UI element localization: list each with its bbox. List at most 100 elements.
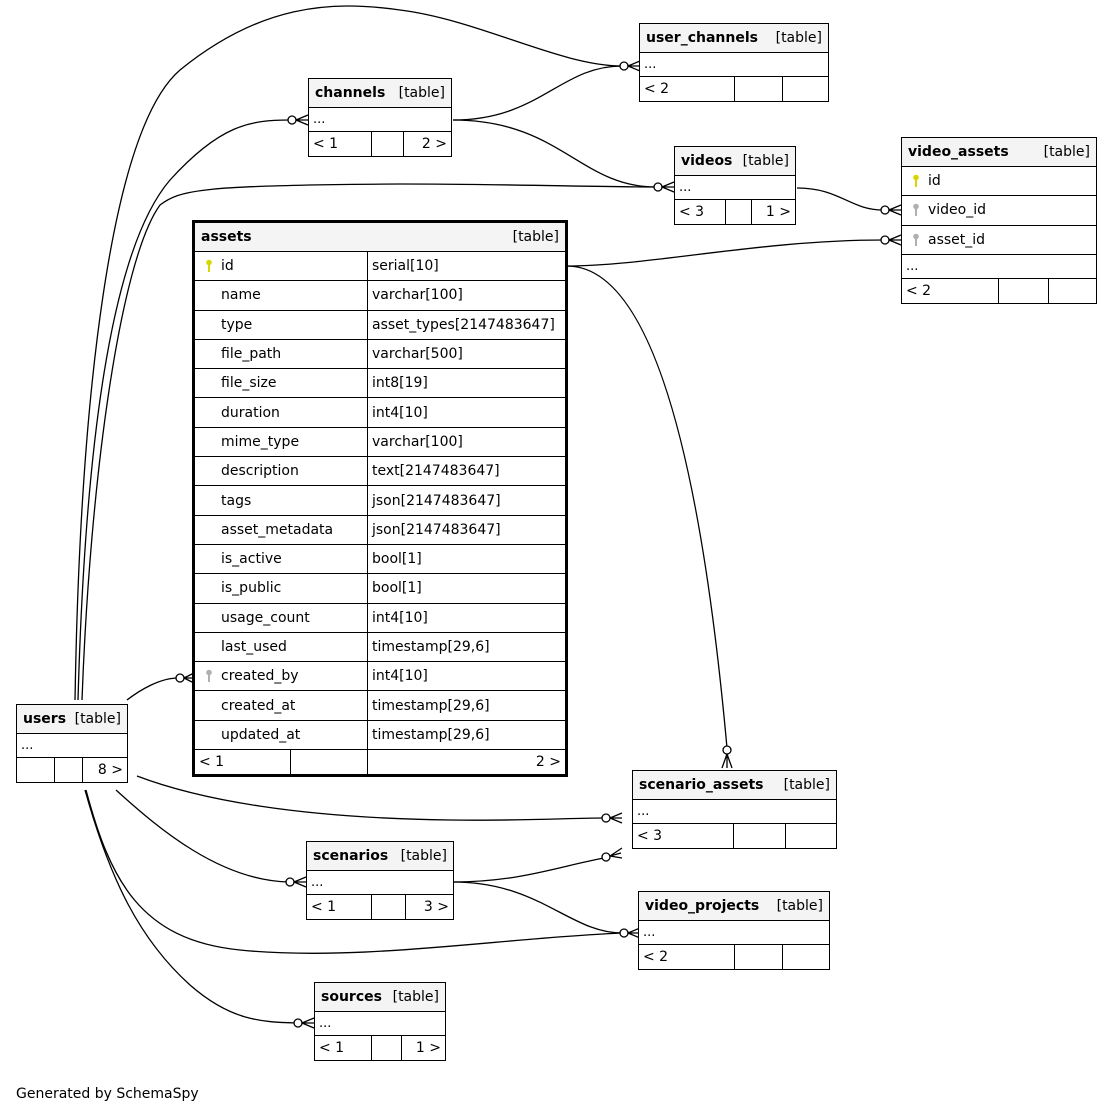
column-type: varchar[100]	[367, 427, 565, 457]
column-type: bool[1]	[367, 544, 565, 574]
table-sources[interactable]: sources [table] ... < 1 1 >	[314, 982, 446, 1061]
column-row[interactable]: video_id	[902, 196, 1096, 226]
crowfoot-marker	[601, 812, 623, 824]
edge-scenarios-video-projects	[452, 881, 623, 934]
table-footer: < 2	[902, 278, 1096, 303]
column-type: int4[10]	[367, 603, 565, 632]
column-row[interactable]: id serial[10]	[195, 252, 565, 282]
crowfoot-marker	[721, 745, 733, 769]
table-header: video_projects [table]	[639, 892, 829, 921]
column-type: int8[19]	[367, 369, 565, 398]
children-count[interactable]	[785, 824, 836, 848]
table-users[interactable]: users [table] ... 8 >	[16, 704, 128, 783]
table-header: videos [table]	[675, 147, 795, 176]
parents-count[interactable]: < 1	[313, 136, 339, 152]
column-name: asset_metadata	[221, 521, 334, 538]
table-header: users [table]	[17, 705, 127, 734]
table-user-channels[interactable]: user_channels [table] ... < 2	[639, 23, 829, 102]
column-row[interactable]: mime_type varchar[100]	[195, 427, 565, 458]
children-count[interactable]: 2 >	[367, 750, 565, 775]
table-name: video_projects	[645, 898, 760, 914]
parents-count[interactable]	[17, 758, 54, 782]
parents-count[interactable]: < 1	[199, 754, 225, 771]
children-count[interactable]: 1 >	[751, 200, 795, 224]
children-count[interactable]	[1048, 278, 1096, 303]
table-footer: 8 >	[17, 758, 127, 782]
foreign-key-icon	[908, 233, 924, 247]
crowfoot-marker	[880, 234, 902, 246]
footer-spacer	[371, 895, 405, 919]
column-row[interactable]: asset_id	[902, 226, 1096, 255]
edge-users-video-projects	[85, 789, 623, 954]
parents-count[interactable]: < 3	[679, 204, 705, 220]
more-columns: ...	[17, 734, 127, 758]
column-name: usage_count	[221, 609, 310, 626]
table-name: sources	[321, 989, 382, 1005]
parents-count[interactable]: < 2	[906, 282, 932, 299]
column-row[interactable]: usage_count int4[10]	[195, 603, 565, 633]
footer-spacer	[371, 132, 403, 156]
table-channels[interactable]: channels [table] ... < 1 2 >	[308, 78, 452, 157]
parents-count[interactable]: < 1	[311, 899, 337, 915]
column-type: varchar[500]	[367, 339, 565, 369]
foreign-key-icon	[908, 203, 924, 217]
column-type: timestamp[29,6]	[367, 691, 565, 720]
column-type: serial[10]	[367, 252, 565, 281]
table-footer: < 1 3 >	[307, 895, 453, 919]
parents-count[interactable]: < 2	[643, 949, 669, 965]
column-name: description	[221, 463, 299, 480]
table-kind: [table]	[783, 777, 830, 793]
parents-count[interactable]: < 1	[319, 1040, 345, 1056]
table-name: channels	[315, 85, 386, 101]
children-count[interactable]: 3 >	[405, 895, 453, 919]
parents-count[interactable]: < 2	[644, 81, 670, 97]
column-row[interactable]: asset_metadata json[2147483647]	[195, 515, 565, 545]
column-type: int4[10]	[367, 662, 565, 691]
children-count[interactable]	[782, 945, 829, 969]
table-footer: < 1 2 >	[195, 750, 565, 775]
children-count[interactable]: 1 >	[401, 1036, 445, 1060]
column-type: json[2147483647]	[367, 515, 565, 544]
edge-scenarios-scenario-assets	[452, 857, 605, 883]
children-count[interactable]: 8 >	[82, 758, 127, 782]
crowfoot-marker	[175, 672, 195, 684]
primary-key-icon	[201, 259, 217, 273]
children-count[interactable]	[782, 77, 828, 101]
table-videos[interactable]: videos [table] ... < 3 1 >	[674, 146, 796, 225]
crowfoot-marker	[287, 114, 309, 126]
table-scenario-assets[interactable]: scenario_assets [table] ... < 3	[632, 770, 837, 849]
column-type: timestamp[29,6]	[367, 720, 565, 750]
parents-count[interactable]: < 3	[637, 828, 663, 844]
footer-spacer	[734, 77, 782, 101]
table-video-assets[interactable]: video_assets [table] id video_id asset_i…	[901, 137, 1097, 304]
column-row[interactable]: file_size int8[19]	[195, 369, 565, 399]
more-columns: ...	[675, 176, 795, 200]
column-name: file_size	[221, 375, 277, 392]
column-row[interactable]: id	[902, 167, 1096, 197]
table-video-projects[interactable]: video_projects [table] ... < 2	[638, 891, 830, 970]
column-name: id	[221, 258, 234, 275]
more-columns: ...	[902, 255, 1096, 279]
edge-channels-videos	[452, 119, 657, 188]
crowfoot-marker	[653, 181, 675, 193]
column-name: mime_type	[221, 433, 300, 450]
table-footer: < 3	[633, 824, 836, 848]
table-scenarios[interactable]: scenarios [table] ... < 1 3 >	[306, 841, 454, 920]
column-row[interactable]: is_active bool[1]	[195, 544, 565, 575]
column-name: is_active	[221, 551, 282, 568]
column-name: asset_id	[928, 231, 986, 248]
children-count[interactable]: 2 >	[403, 132, 451, 156]
